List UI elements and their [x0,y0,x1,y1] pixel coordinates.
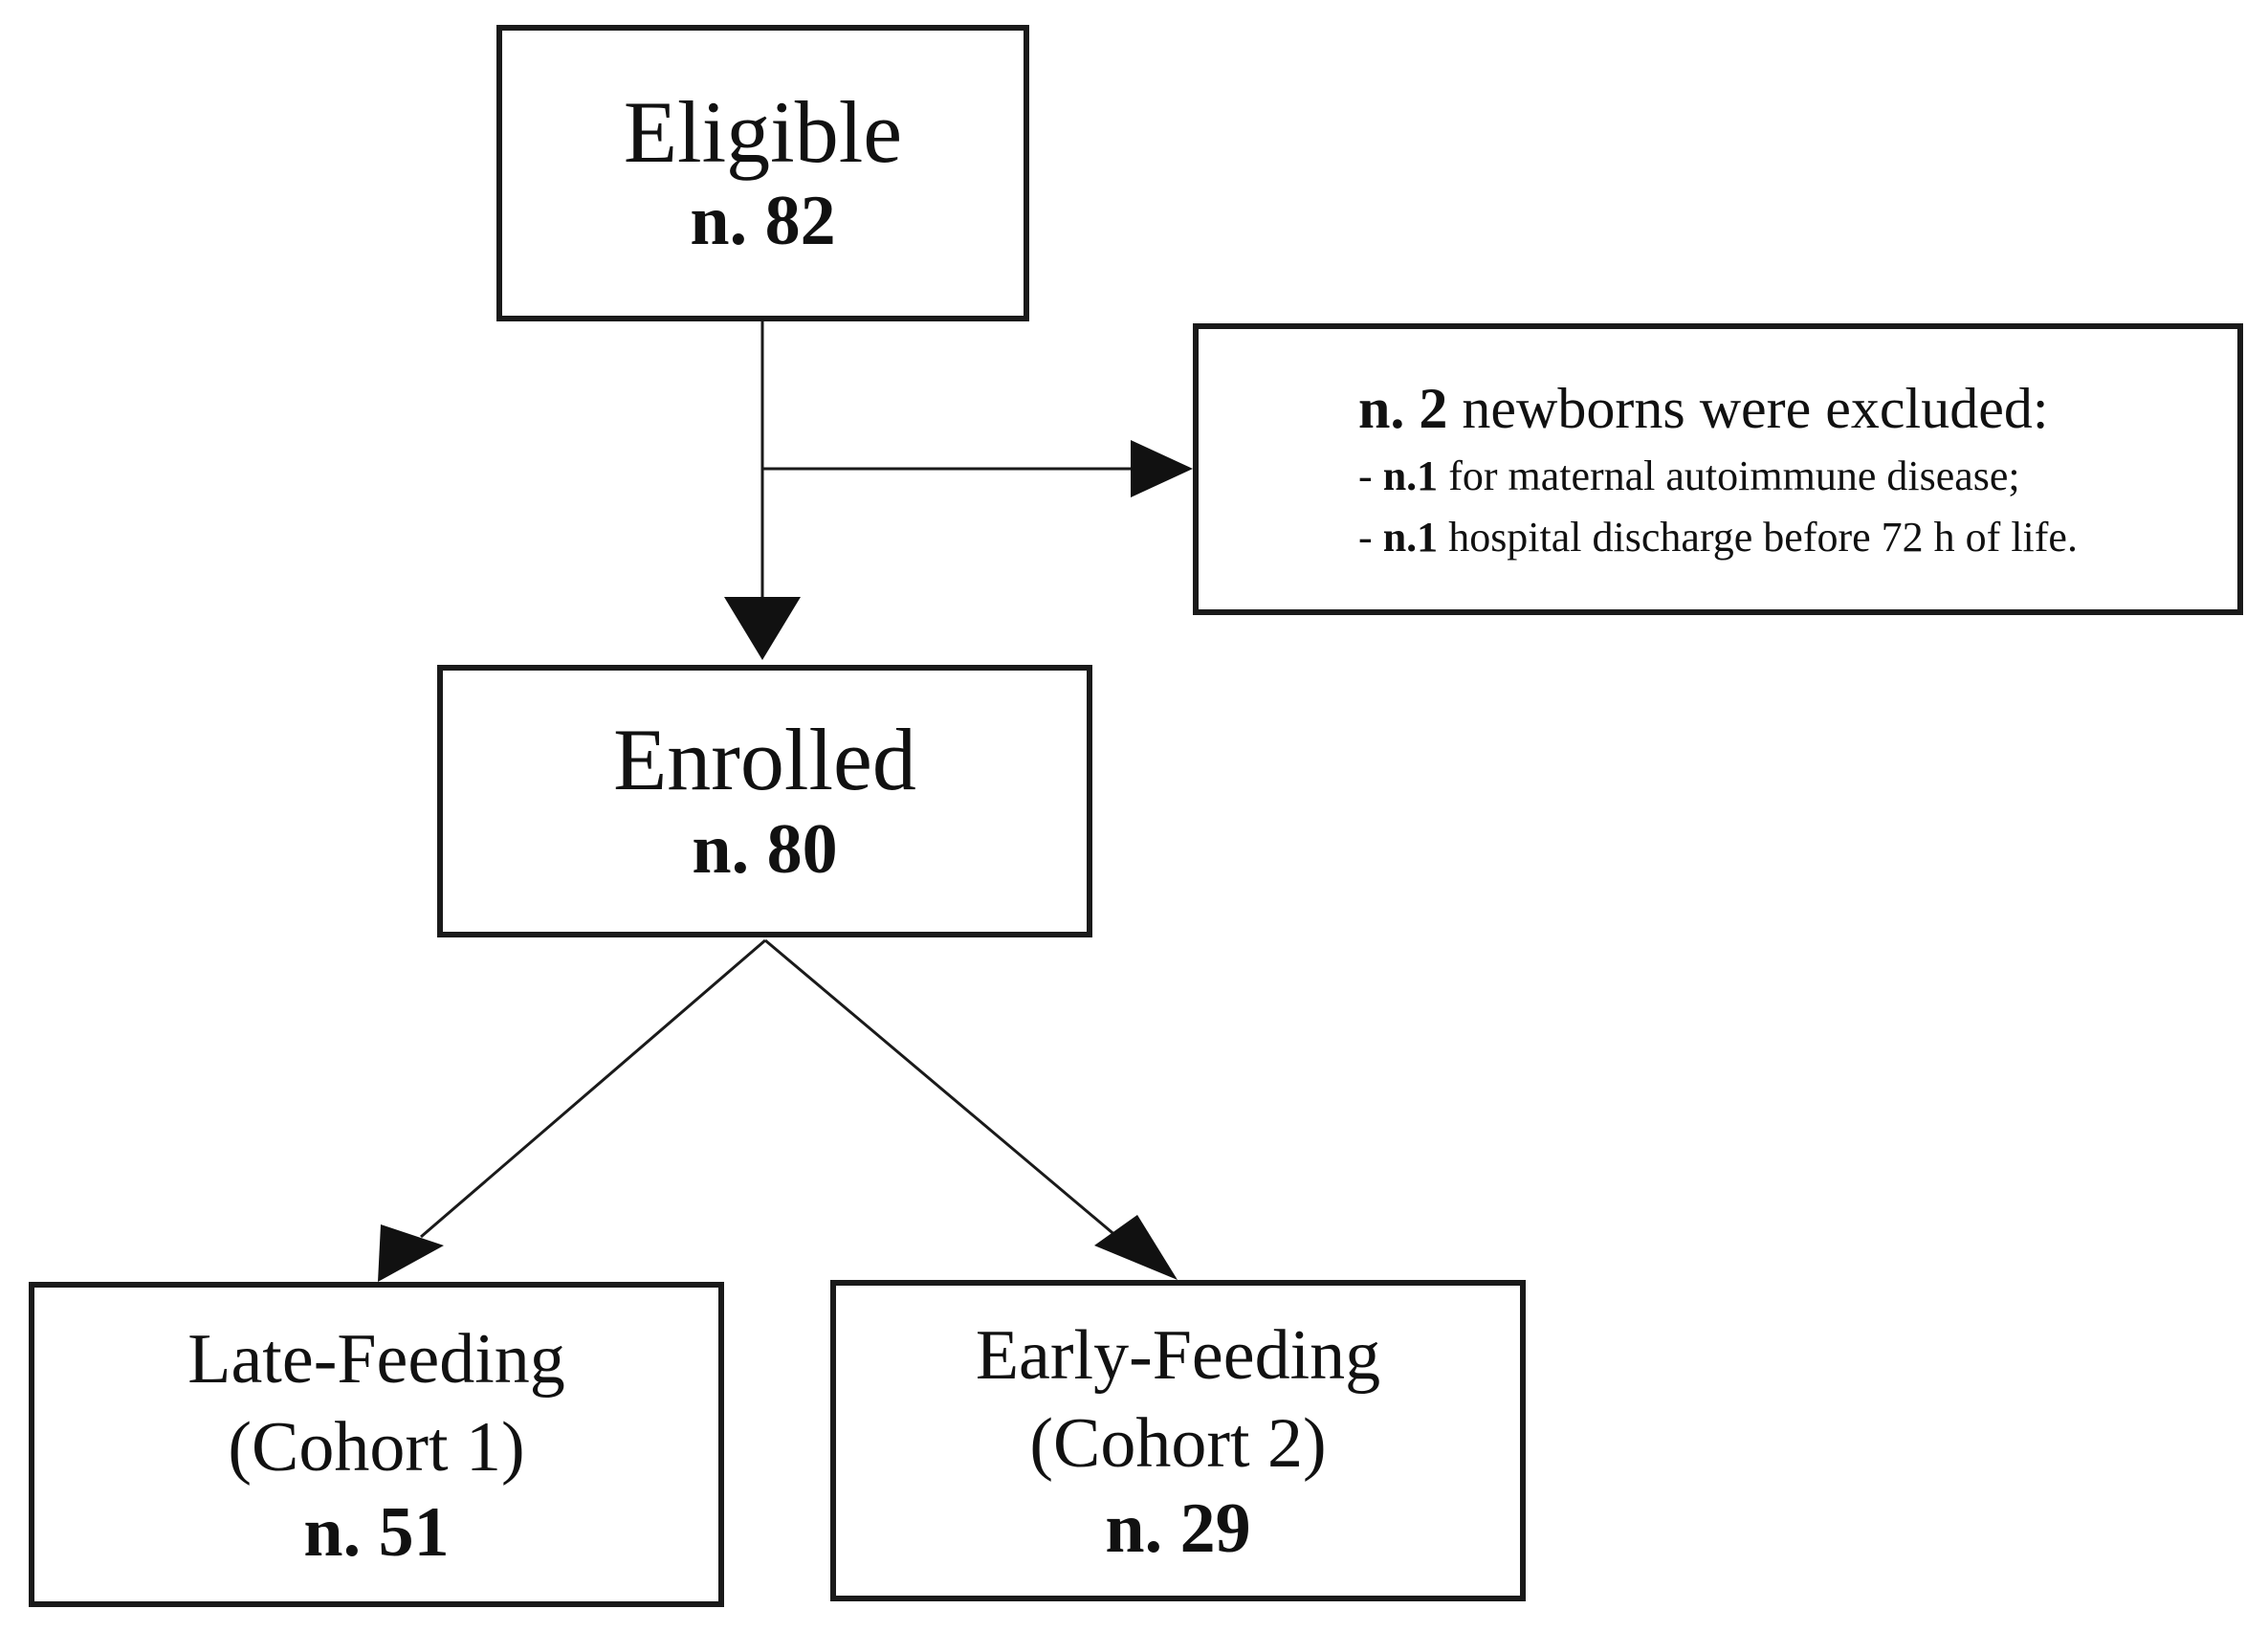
excluded-box: n. 2 newborns were excluded: - n.1 for m… [1193,323,2243,615]
connector-enrolled-to-late [420,938,766,1239]
reason-1-text: for maternal autoimmune disease; [1438,452,2020,499]
late-feeding-count: n. 51 [303,1492,450,1572]
connector-enrolled-to-early [764,938,1118,1239]
late-feeding-box: Late-Feeding (Cohort 1) n. 51 [29,1282,724,1607]
eligible-box: Eligible n. 82 [496,25,1029,321]
excluded-heading-text: newborns were excluded: [1447,376,2049,440]
reason-2-bullet: - [1358,513,1383,561]
early-feeding-count: n. 29 [1105,1488,1251,1568]
late-feeding-cohort: (Cohort 1) [228,1408,525,1488]
early-feeding-box: Early-Feeding (Cohort 2) n. 29 [830,1280,1526,1601]
reason-1-count: n.1 [1382,452,1439,499]
excluded-count: n. 2 [1358,376,1448,440]
enrolled-count: n. 80 [692,809,838,889]
late-feeding-label: Late-Feeding [187,1319,565,1399]
excluded-reason-2: - n.1 hospital discharge before 72 h of … [1358,507,2078,568]
arrowhead-early [1094,1215,1178,1280]
reason-2-text: hospital discharge before 72 h of life. [1438,513,2078,561]
excluded-heading: n. 2 newborns were excluded: [1358,371,2078,446]
early-feeding-label: Early-Feeding [975,1315,1381,1395]
enrolled-label: Enrolled [613,711,916,809]
reason-2-count: n.1 [1382,513,1439,561]
eligible-count: n. 82 [690,182,836,261]
arrowhead-late [378,1224,444,1282]
enrolled-box: Enrolled n. 80 [437,665,1092,937]
eligible-label: Eligible [623,82,903,181]
arrowhead-down [724,597,801,660]
arrowhead-right [1131,440,1193,497]
excluded-reason-1: - n.1 for maternal autoimmune disease; [1358,446,2078,507]
excluded-content: n. 2 newborns were excluded: - n.1 for m… [1358,371,2078,568]
reason-1-bullet: - [1358,452,1383,499]
early-feeding-cohort: (Cohort 2) [1029,1404,1327,1484]
